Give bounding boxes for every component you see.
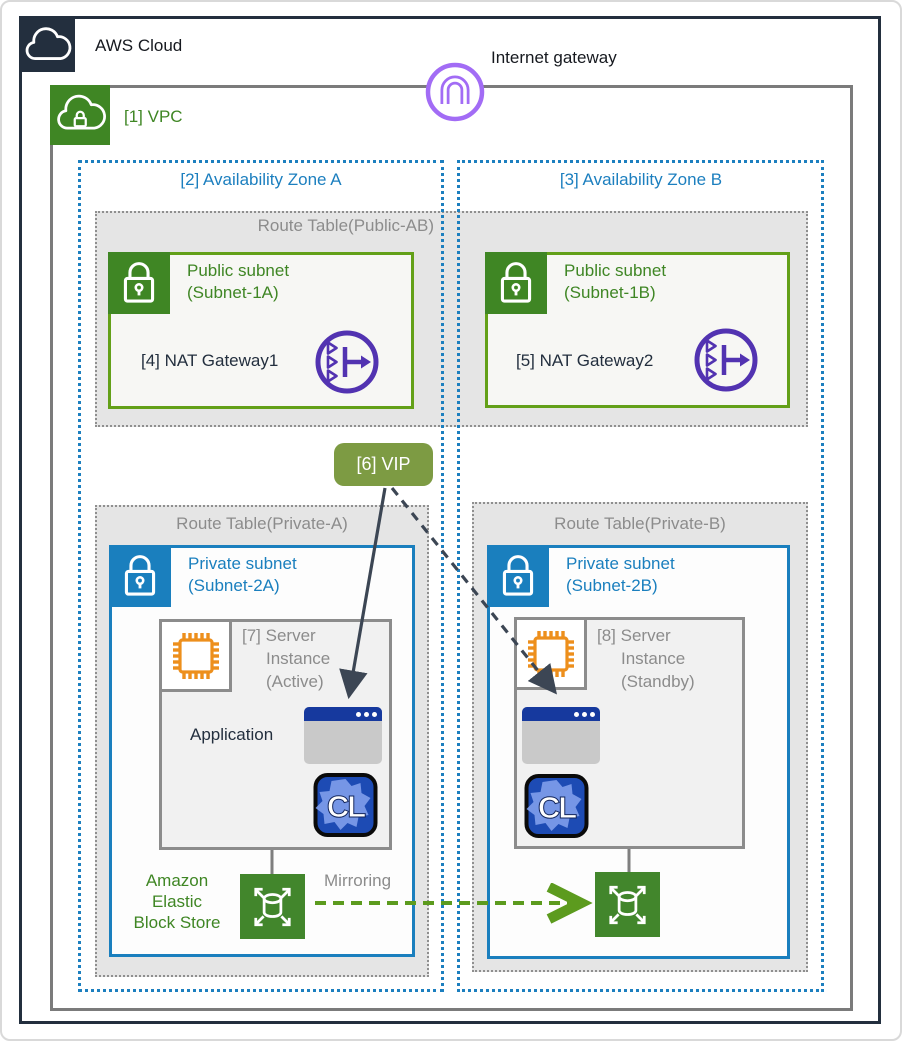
aws-cloud-icon	[19, 16, 75, 72]
application-window-icon-standby	[522, 707, 600, 764]
application-window-icon-active	[304, 707, 382, 764]
route-table-private-a-label: Route Table(Private-A)	[176, 514, 348, 533]
nat-gateway-1-label: [4] NAT Gateway1	[141, 351, 279, 370]
route-table-private-b-label: Route Table(Private-B)	[554, 514, 726, 533]
window-dot	[582, 711, 587, 717]
private-subnet-2b-label: Private subnet (Subnet-2B)	[566, 554, 675, 595]
nat-gateway-2-label: [5] NAT Gateway2	[516, 351, 654, 370]
window-dot	[590, 711, 595, 717]
window-dot	[574, 711, 579, 717]
window-titlebar	[304, 707, 382, 721]
nat-gateway-2-icon	[690, 324, 762, 396]
ebs-label: Amazon Elastic Block Store	[133, 871, 221, 932]
public-subnet-1b-lock-icon	[485, 252, 547, 314]
svg-text:CL: CL	[538, 790, 576, 825]
private-subnet-2a-label: Private subnet (Subnet-2A)	[188, 554, 297, 595]
private-subnet-2b-lock-icon	[487, 545, 549, 607]
cluster-software-icon-active: CL	[312, 772, 379, 838]
chip-icon	[527, 630, 574, 677]
public-subnet-1b-label: Public subnet (Subnet-1B)	[564, 261, 667, 302]
vip-label: [6] VIP	[356, 454, 411, 474]
server-instance-active-label: [7] Server Instance (Active)	[242, 626, 331, 691]
route-table-public-label: Route Table(Public-AB)	[257, 216, 434, 235]
availability-zone-a-label: [2] Availability Zone A	[180, 170, 342, 189]
ec2-instance-icon-active	[159, 619, 232, 692]
mirroring-label: Mirroring	[324, 871, 392, 890]
window-dot	[356, 711, 361, 717]
vip-badge: [6] VIP	[334, 443, 433, 486]
private-subnet-2a-lock-icon	[109, 545, 171, 607]
internet-gateway-icon	[424, 61, 486, 123]
vpc-icon	[50, 85, 110, 145]
public-subnet-1a-lock-icon	[108, 252, 170, 314]
cloud-icon	[25, 27, 72, 60]
internet-gateway-label: Internet gateway	[491, 48, 617, 67]
chip-icon	[172, 632, 219, 679]
svg-text:CL: CL	[327, 789, 365, 824]
window-dot	[364, 711, 369, 717]
public-subnet-1a-label: Public subnet (Subnet-1A)	[187, 261, 290, 302]
application-label: Application	[190, 725, 274, 744]
window-dot	[372, 711, 377, 717]
ebs-icon-active	[240, 874, 305, 939]
ebs-icon-standby	[595, 872, 660, 937]
aws-cloud-frame	[19, 16, 881, 1024]
availability-zone-b-label: [3] Availability Zone B	[559, 170, 723, 189]
aws-cloud-label: AWS Cloud	[95, 36, 183, 55]
cluster-software-icon-standby: CL	[523, 773, 590, 839]
ec2-instance-icon-standby	[514, 617, 587, 690]
window-titlebar	[522, 707, 600, 721]
nat-gateway-1-icon	[311, 326, 383, 398]
vpc-label: [1] VPC	[124, 107, 183, 126]
server-instance-standby-label: [8] Server Instance (Standby)	[597, 626, 695, 691]
